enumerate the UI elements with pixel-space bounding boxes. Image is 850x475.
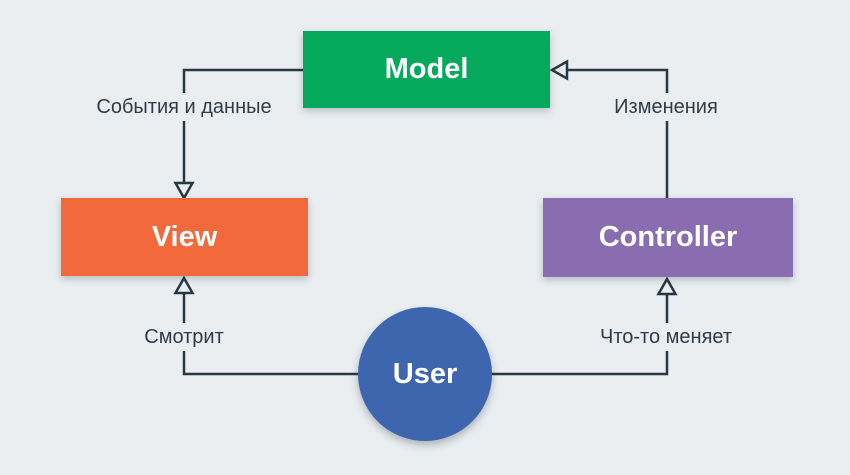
arrowhead-up-view-icon bbox=[173, 275, 195, 295]
node-controller-label: Controller bbox=[598, 221, 738, 253]
edge-label-events-and-data: События и данные bbox=[90, 93, 278, 121]
edge-label-changes-something: Что-то меняет bbox=[593, 323, 739, 351]
edge-user-to-controller bbox=[425, 293, 669, 376]
edge-controller-to-model bbox=[566, 68, 669, 198]
edge-label-looks: Смотрит bbox=[138, 323, 230, 351]
node-model: Model bbox=[303, 31, 550, 108]
arrowhead-down-icon bbox=[173, 181, 195, 201]
arrowhead-left-icon bbox=[549, 59, 569, 81]
node-model-label: Model bbox=[384, 53, 469, 85]
edge-user-to-view bbox=[182, 292, 425, 376]
node-view-label: View bbox=[151, 220, 218, 253]
edge-model-to-view bbox=[182, 68, 303, 184]
edge-label-changes: Изменения bbox=[608, 93, 724, 121]
node-view: View bbox=[61, 198, 308, 276]
node-controller: Controller bbox=[543, 198, 793, 277]
node-user-label: User bbox=[392, 357, 458, 390]
arrowhead-up-controller-icon bbox=[656, 276, 678, 296]
node-user: User bbox=[358, 307, 492, 441]
